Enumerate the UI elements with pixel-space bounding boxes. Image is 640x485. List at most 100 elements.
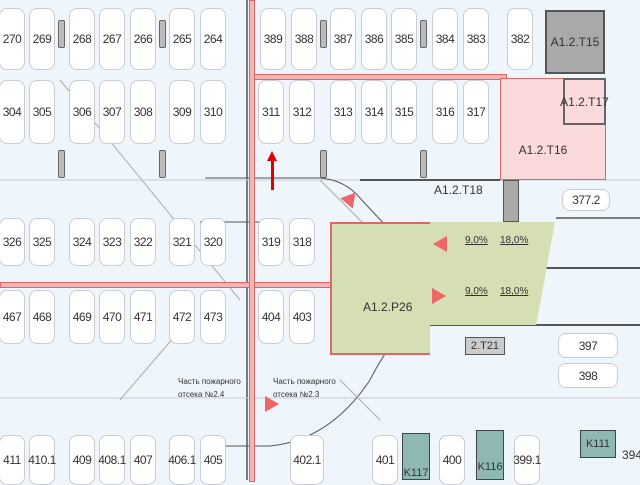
- spot-number: 320: [203, 235, 223, 249]
- parking-spot[interactable]: 310: [200, 80, 226, 144]
- parking-spot[interactable]: 473: [200, 290, 226, 344]
- room-t17[interactable]: A1.2.T17: [560, 78, 609, 125]
- spot-number: 305: [32, 105, 52, 119]
- parking-spot[interactable]: 264: [200, 8, 226, 70]
- room-t18[interactable]: [503, 180, 519, 222]
- parking-spot[interactable]: 320: [200, 218, 226, 266]
- parking-spot[interactable]: 324: [69, 218, 95, 266]
- parking-spot[interactable]: 402.1: [290, 435, 324, 485]
- spot-number: 401: [375, 453, 395, 467]
- parking-spot[interactable]: 471: [130, 290, 156, 344]
- parking-spot[interactable]: 383: [463, 8, 489, 70]
- spot-number: 407: [133, 453, 153, 467]
- parking-spot[interactable]: 397: [558, 333, 618, 358]
- structural-column: [320, 150, 327, 178]
- parking-spot[interactable]: 314: [361, 80, 387, 144]
- parking-spot[interactable]: 267: [99, 8, 125, 70]
- spot-number: 405: [203, 453, 223, 467]
- spot-number: 383: [466, 32, 486, 46]
- spot-number: 264: [203, 32, 223, 46]
- parking-spot[interactable]: 317: [463, 80, 489, 144]
- parking-spot[interactable]: 311: [258, 80, 284, 144]
- parking-spot[interactable]: 316: [432, 80, 458, 144]
- parking-spot[interactable]: 266: [130, 8, 156, 70]
- parking-spot[interactable]: 472: [169, 290, 195, 344]
- parking-spot[interactable]: 265: [169, 8, 195, 70]
- parking-spot[interactable]: 307: [99, 80, 125, 144]
- parking-spot[interactable]: 467: [0, 290, 25, 344]
- storage-k117[interactable]: K117: [402, 433, 430, 480]
- parking-spot[interactable]: 399.1: [513, 435, 541, 485]
- spot-number: 321: [172, 235, 192, 249]
- parking-spot[interactable]: 305: [29, 80, 55, 144]
- parking-spot[interactable]: 407: [130, 435, 156, 485]
- spot-number: 397: [578, 338, 598, 353]
- parking-spot[interactable]: 398: [558, 363, 618, 388]
- parking-spot[interactable]: 309: [169, 80, 195, 144]
- slope-label: 18,0%: [500, 235, 529, 246]
- parking-spot[interactable]: 382: [507, 8, 533, 70]
- parking-spot[interactable]: 325: [29, 218, 55, 266]
- spot-number: 267: [102, 32, 122, 46]
- parking-spot[interactable]: 404: [258, 290, 284, 344]
- room-t21[interactable]: 2.T21: [465, 337, 505, 355]
- parking-spot[interactable]: 313: [330, 80, 356, 144]
- parking-spot[interactable]: 321: [169, 218, 195, 266]
- parking-spot[interactable]: 401: [372, 435, 398, 485]
- parking-spot[interactable]: 319: [258, 218, 284, 266]
- spot-number: 324: [72, 235, 92, 249]
- parking-spot[interactable]: 269: [29, 8, 55, 70]
- parking-spot[interactable]: 400: [439, 435, 465, 485]
- parking-spot[interactable]: 270: [0, 8, 25, 70]
- spot-number: 406.1: [168, 453, 196, 467]
- parking-spot[interactable]: 385: [391, 8, 417, 70]
- parking-spot[interactable]: 384: [432, 8, 458, 70]
- slope-label: 18,0%: [500, 286, 529, 297]
- storage-k116[interactable]: K116: [476, 430, 504, 480]
- ramp-area[interactable]: [330, 222, 430, 355]
- parking-spot[interactable]: 318: [289, 218, 315, 266]
- spot-number: 307: [102, 105, 122, 119]
- structural-column: [159, 150, 166, 178]
- parking-spot[interactable]: 304: [0, 80, 25, 144]
- spot-number: 322: [133, 235, 153, 249]
- parking-spot[interactable]: 326: [0, 218, 25, 266]
- parking-spot[interactable]: 386: [361, 8, 387, 70]
- parking-spot[interactable]: 389: [260, 8, 286, 70]
- room-t15[interactable]: A1.2.T15: [545, 10, 605, 74]
- spot-number: 304: [2, 105, 22, 119]
- parking-spot[interactable]: 468: [29, 290, 55, 344]
- parking-spot[interactable]: 387: [330, 8, 356, 70]
- structural-column: [420, 150, 427, 178]
- parking-spot[interactable]: 322: [130, 218, 156, 266]
- parking-spot[interactable]: 406.1: [168, 435, 196, 485]
- parking-spot[interactable]: 405: [200, 435, 226, 485]
- parking-spot[interactable]: 403: [289, 290, 315, 344]
- parking-spot[interactable]: 388: [291, 8, 317, 70]
- parking-spot[interactable]: 312: [289, 80, 315, 144]
- storage-k111[interactable]: K111: [580, 430, 616, 458]
- ramp-label: A1.2.P26: [363, 300, 413, 314]
- parking-spot[interactable]: 410.1: [28, 435, 56, 485]
- parking-spot[interactable]: 469: [69, 290, 95, 344]
- parking-spot[interactable]: 268: [69, 8, 95, 70]
- parking-spot[interactable]: 306: [69, 80, 95, 144]
- ramp-slope[interactable]: [430, 222, 555, 325]
- parking-spot[interactable]: 323: [99, 218, 125, 266]
- spot-number: 468: [32, 310, 52, 324]
- parking-spot[interactable]: 470: [99, 290, 125, 344]
- room-label: A1.2.T17: [560, 94, 609, 109]
- parking-spot[interactable]: 409: [69, 435, 95, 485]
- spot-number: 306: [72, 105, 92, 119]
- spot-number: 394: [622, 448, 640, 462]
- parking-spot[interactable]: 411: [0, 435, 25, 485]
- spot-number: 410.1: [28, 453, 56, 467]
- parking-spot[interactable]: 315: [391, 80, 417, 144]
- spot-number: 316: [435, 105, 455, 119]
- parking-spot[interactable]: 377.2: [562, 189, 610, 211]
- parking-spot[interactable]: 308: [130, 80, 156, 144]
- spot-number: 399.1: [513, 453, 541, 467]
- parking-spot[interactable]: 408.1: [98, 435, 126, 485]
- spot-number: 269: [32, 32, 52, 46]
- spot-number: 382: [510, 32, 530, 46]
